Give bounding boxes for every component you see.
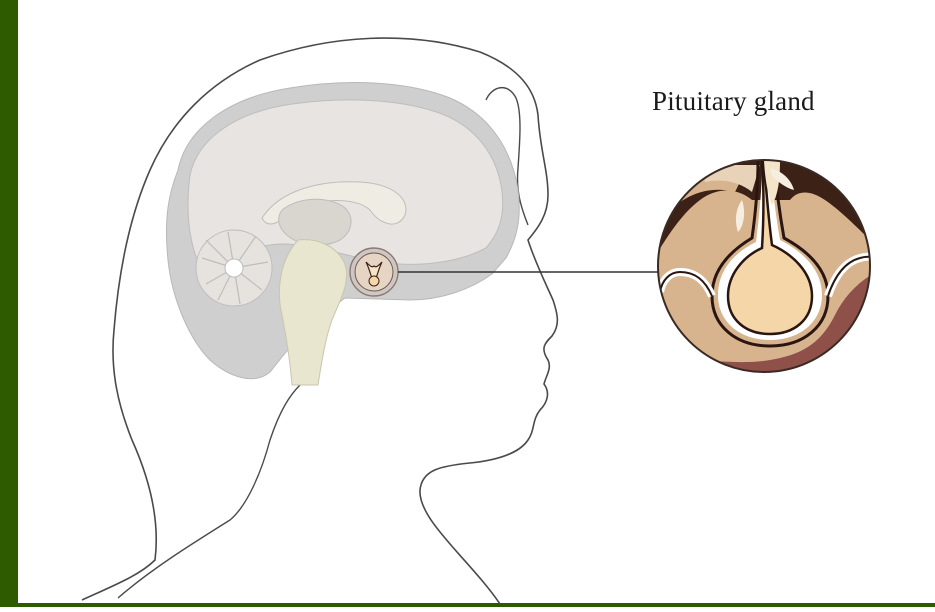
bottom-frame-border	[18, 603, 935, 607]
cerebellum	[196, 230, 272, 306]
hair-inner-outline	[118, 385, 300, 598]
pituitary-zoom	[650, 155, 880, 385]
brainstem	[279, 240, 346, 385]
left-frame-border	[0, 0, 18, 607]
pituitary-marker	[350, 248, 398, 296]
pituitary-gland-label: Pituitary gland	[652, 86, 815, 117]
